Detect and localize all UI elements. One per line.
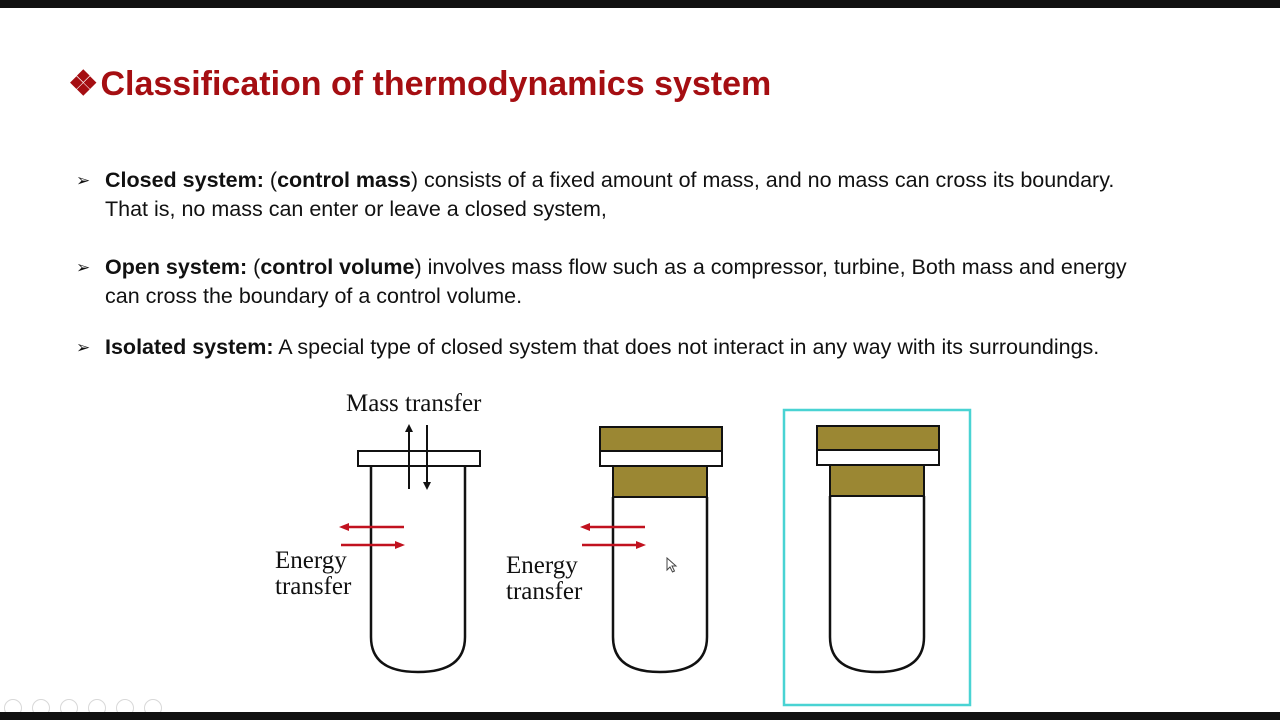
open-system-term: Open system: — [105, 255, 248, 279]
closed-system-text-2: That is, no mass can enter or leave a cl… — [105, 197, 607, 221]
isolated-tube-rim — [816, 449, 940, 466]
isolated-boundary-frame — [782, 408, 972, 707]
energy-label-line2: transfer — [506, 578, 583, 605]
closed-stopper — [612, 465, 708, 498]
open-tube-body — [369, 466, 467, 674]
mouse-pointer-icon — [666, 557, 678, 573]
paren: ( — [247, 255, 261, 279]
isolated-system-figure — [782, 408, 972, 707]
isolated-lid-top — [816, 425, 940, 451]
top-letterbox — [0, 0, 1280, 8]
open-system-text-2: can cross the boundary of a control volu… — [105, 284, 523, 308]
energy-label-line1: Energy — [275, 547, 347, 574]
bullet-isolated-system: ➢ Isolated system: A special type of clo… — [76, 333, 1099, 362]
closed-system-text: ) consists of a fixed amount of mass, an… — [410, 168, 1115, 192]
arrow-bullet-icon: ➢ — [76, 171, 91, 190]
closed-tube-body — [611, 497, 709, 674]
energy-label-line2: transfer — [275, 573, 352, 600]
closed-lid-top — [599, 426, 723, 452]
open-system-text: ) involves mass flow such as a compresso… — [414, 255, 1127, 279]
closed-system-figure: Energy transfer — [506, 426, 723, 674]
isolated-system-term: Isolated system: — [105, 335, 274, 359]
slide-title: ❖Classification of thermodynamics system — [68, 64, 771, 104]
bullet-open-system: ➢ Open system: (control volume) involves… — [76, 253, 1127, 311]
arrow-bullet-icon: ➢ — [76, 258, 91, 277]
paren: ( — [263, 168, 278, 192]
closed-system-term: Closed system: — [105, 168, 264, 192]
closed-tube-rim — [599, 450, 723, 467]
bottom-letterbox — [0, 712, 1280, 720]
isolated-system-text: A special type of closed system that doe… — [273, 335, 1100, 359]
mass-transfer-label: Mass transfer — [346, 390, 482, 417]
diamond-bullet-icon: ❖ — [68, 65, 99, 103]
bullet-closed-system: ➢ Closed system: (control mass) consists… — [76, 166, 1114, 224]
arrow-bullet-icon: ➢ — [76, 338, 91, 357]
slide-title-text: Classification of thermodynamics system — [100, 65, 772, 103]
control-mass-term: control mass — [277, 168, 411, 192]
isolated-tube-body — [828, 496, 926, 674]
energy-label-line1: Energy — [506, 552, 578, 579]
open-system-figure: Mass transfer Energy transfer — [275, 390, 482, 674]
open-tube-rim — [357, 450, 481, 467]
control-volume-term: control volume — [260, 255, 415, 279]
isolated-stopper — [829, 464, 925, 497]
